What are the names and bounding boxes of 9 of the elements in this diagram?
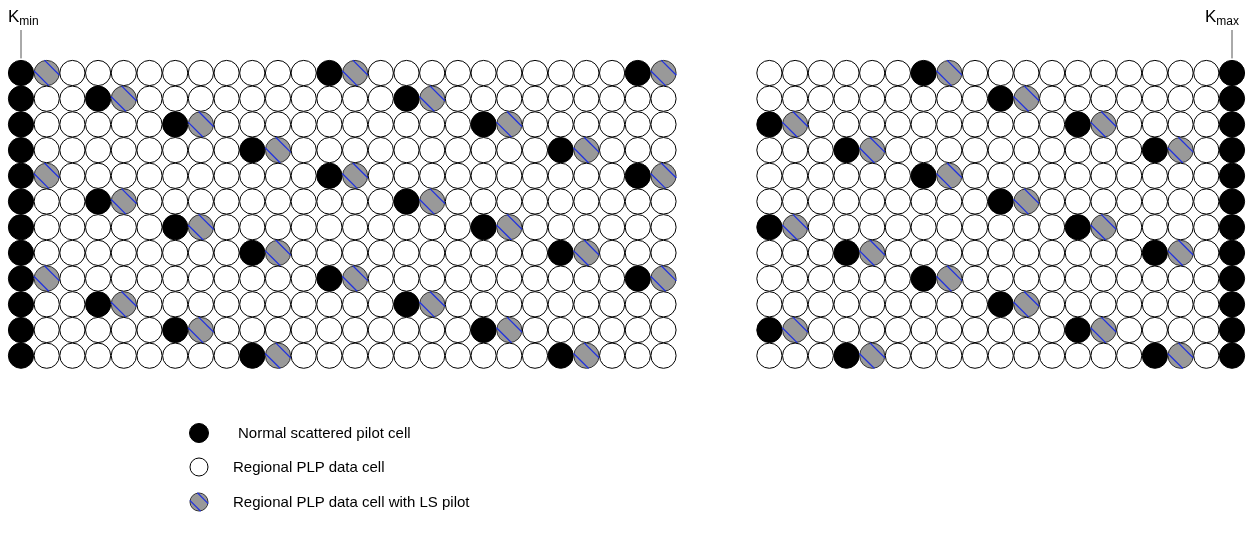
legend-text: Normal scattered pilot cell xyxy=(238,424,411,441)
axis-label: K$_{max}$ xyxy=(1205,7,1239,27)
leader-line xyxy=(1231,29,1233,59)
legend-text: Regional PLP data cell xyxy=(233,458,385,475)
leader-line xyxy=(20,29,22,59)
legend-text: Regional PLP data cell with LS pilot xyxy=(233,493,470,510)
pilot-cell xyxy=(7,59,35,87)
pilot-cell xyxy=(1218,59,1246,87)
axis-label: K$_{min}$ xyxy=(8,7,39,27)
